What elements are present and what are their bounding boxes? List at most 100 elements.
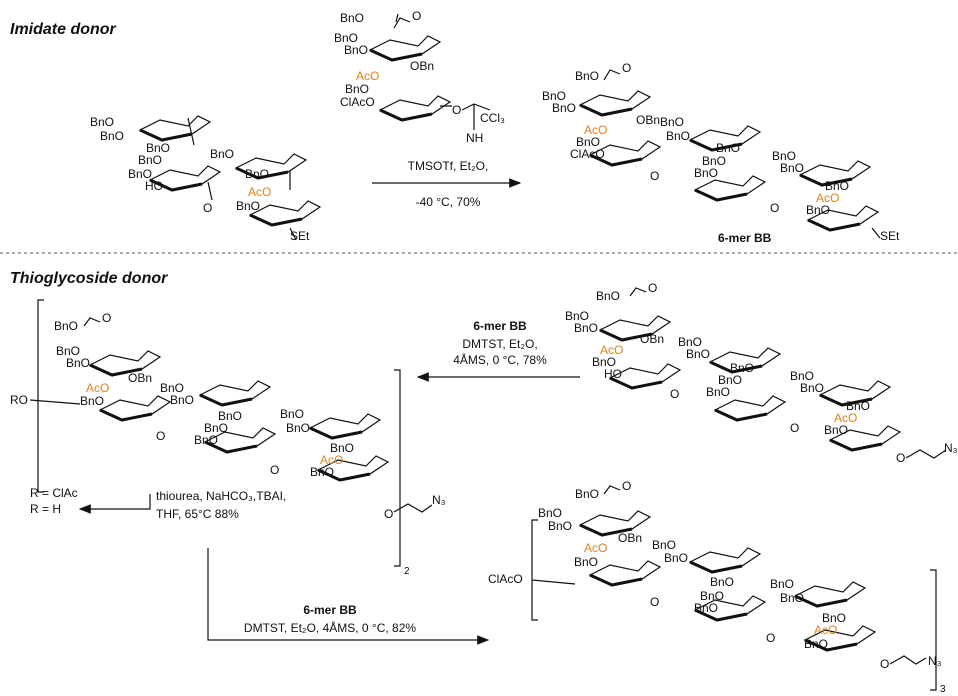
bno-label: BnO — [694, 601, 718, 615]
bno-label: BnO — [780, 591, 804, 605]
reaction4-reagent: 6-mer BB — [303, 603, 357, 617]
bno-label: BnO — [806, 203, 830, 217]
bno-label: BnO — [565, 309, 589, 323]
glycosidic-o-label: O — [896, 451, 905, 465]
aco-label: AcO — [834, 411, 857, 425]
reaction2-reagent: 6-mer BB — [473, 319, 527, 333]
obn-label: OBn — [128, 371, 152, 385]
deprotection-arrow — [78, 494, 151, 514]
bno-label: BnO — [730, 361, 754, 375]
aco-label: AcO — [584, 541, 607, 555]
r-h-label: R = H — [30, 502, 61, 516]
bno-label: BnO — [245, 167, 269, 181]
aco-label: AcO — [356, 69, 379, 83]
claco-label: ClAcO — [488, 572, 523, 586]
carbonyl-o-label: O — [412, 9, 421, 23]
bno-label: BnO — [824, 423, 848, 437]
ro-label: RO — [10, 393, 28, 407]
bno-label: BnO — [330, 441, 354, 455]
bno-label: BnO — [204, 421, 228, 435]
bno-label: BnO — [344, 43, 368, 57]
bno-label: BnO — [160, 381, 184, 395]
polymer-n2: BnO O BnO BnO OBn AcO BnO RO BnO BnO BnO… — [10, 299, 446, 577]
bno-label: BnO — [596, 289, 620, 303]
bno-label: BnO — [90, 115, 114, 129]
imidate-donor-disaccharide: BnO O BnO BnO OBn AcO BnO ClAcO O CCl₃ N… — [334, 9, 505, 145]
bno-label: BnO — [718, 373, 742, 387]
heading-imidate-donor: Imidate donor — [10, 21, 117, 38]
bno-label: BnO — [678, 335, 702, 349]
bno-label: BnO — [664, 551, 688, 565]
reaction-arrow-4 — [207, 548, 490, 645]
bno-label: BnO — [128, 167, 152, 181]
carbonyl-o-label: O — [648, 281, 657, 295]
bno-label: BnO — [538, 506, 562, 520]
polymer-n3: BnO O BnO BnO OBn AcO BnO ClAcO BnO BnO … — [488, 479, 946, 695]
glycosidic-o-label: O — [156, 429, 165, 443]
glycosidic-o-label: O — [880, 657, 889, 671]
bno-label: BnO — [146, 141, 170, 155]
bno-label: BnO — [286, 421, 310, 435]
glycosidic-o-label: O — [650, 169, 659, 183]
carbonyl-o-label: O — [102, 311, 111, 325]
bno-label: BnO — [340, 11, 364, 25]
bno-label: BnO — [716, 141, 740, 155]
aco-label: AcO — [600, 343, 623, 357]
reaction1-conditions: -40 °C, 70% — [416, 195, 481, 209]
r-clac-label: R = ClAc — [30, 486, 78, 500]
bno-label: BnO — [575, 69, 599, 83]
nh-label: NH — [466, 131, 483, 145]
glycosidic-o-label: O — [384, 507, 393, 521]
bno-label: BnO — [170, 393, 194, 407]
aco-label: AcO — [816, 191, 839, 205]
claco-label: ClAcO — [570, 147, 605, 161]
glycosidic-o-label: O — [770, 201, 779, 215]
bno-label: BnO — [574, 321, 598, 335]
bno-label: BnO — [334, 31, 358, 45]
bno-label: BnO — [780, 161, 804, 175]
bno-label: BnO — [700, 589, 724, 603]
bno-label: BnO — [825, 179, 849, 193]
bno-label: BnO — [790, 369, 814, 383]
ho-label: HO — [604, 367, 622, 381]
bno-label: BnO — [542, 89, 566, 103]
n3-label: N₃ — [432, 493, 446, 507]
bno-label: BnO — [210, 147, 234, 161]
bno-label: BnO — [66, 356, 90, 370]
bno-label: BnO — [660, 115, 684, 129]
ho-label: HO — [145, 179, 163, 193]
reaction2-line2: 4ÅMS, 0 °C, 78% — [453, 352, 547, 367]
bno-label: BnO — [804, 637, 828, 651]
aco-label: AcO — [248, 185, 271, 199]
glycosidic-o-label: O — [650, 595, 659, 609]
n3-label: N₃ — [944, 441, 958, 455]
bno-label: BnO — [822, 611, 846, 625]
bno-label: BnO — [652, 538, 676, 552]
bno-label: BnO — [54, 319, 78, 333]
ccl3-label: CCl₃ — [480, 111, 505, 125]
carbonyl-o-label: O — [622, 61, 631, 75]
aco-label: AcO — [814, 623, 837, 637]
repeat-subscript-2: 2 — [404, 566, 410, 577]
carbonyl-o-label: O — [622, 479, 631, 493]
bno-label: BnO — [702, 154, 726, 168]
repeat-subscript-3: 3 — [940, 684, 946, 695]
glycosidic-o-label: O — [270, 463, 279, 477]
bno-label: BnO — [772, 149, 796, 163]
reaction3-line2: THF, 65°C 88% — [156, 507, 239, 521]
claco-label: ClAcO — [340, 95, 375, 109]
obn-label: OBn — [618, 531, 642, 545]
obn-label: OBn — [640, 332, 664, 346]
product-label-6mer: 6-mer BB — [718, 231, 772, 245]
hexasaccharide-acceptor: BnO O BnO BnO OBn AcO BnO HO BnO BnO BnO… — [565, 281, 958, 465]
bno-label: BnO — [100, 129, 124, 143]
bno-label: BnO — [194, 433, 218, 447]
bno-label: BnO — [710, 575, 734, 589]
reaction4-line1: DMTST, Et₂O, 4ÅMS, 0 °C, 82% — [244, 620, 416, 635]
glycosidic-o-label: O — [670, 387, 679, 401]
bno-label: BnO — [800, 381, 824, 395]
glycosidic-o-label: O — [203, 201, 212, 215]
bno-label: BnO — [138, 153, 162, 167]
n3-label: N₃ — [928, 654, 942, 668]
